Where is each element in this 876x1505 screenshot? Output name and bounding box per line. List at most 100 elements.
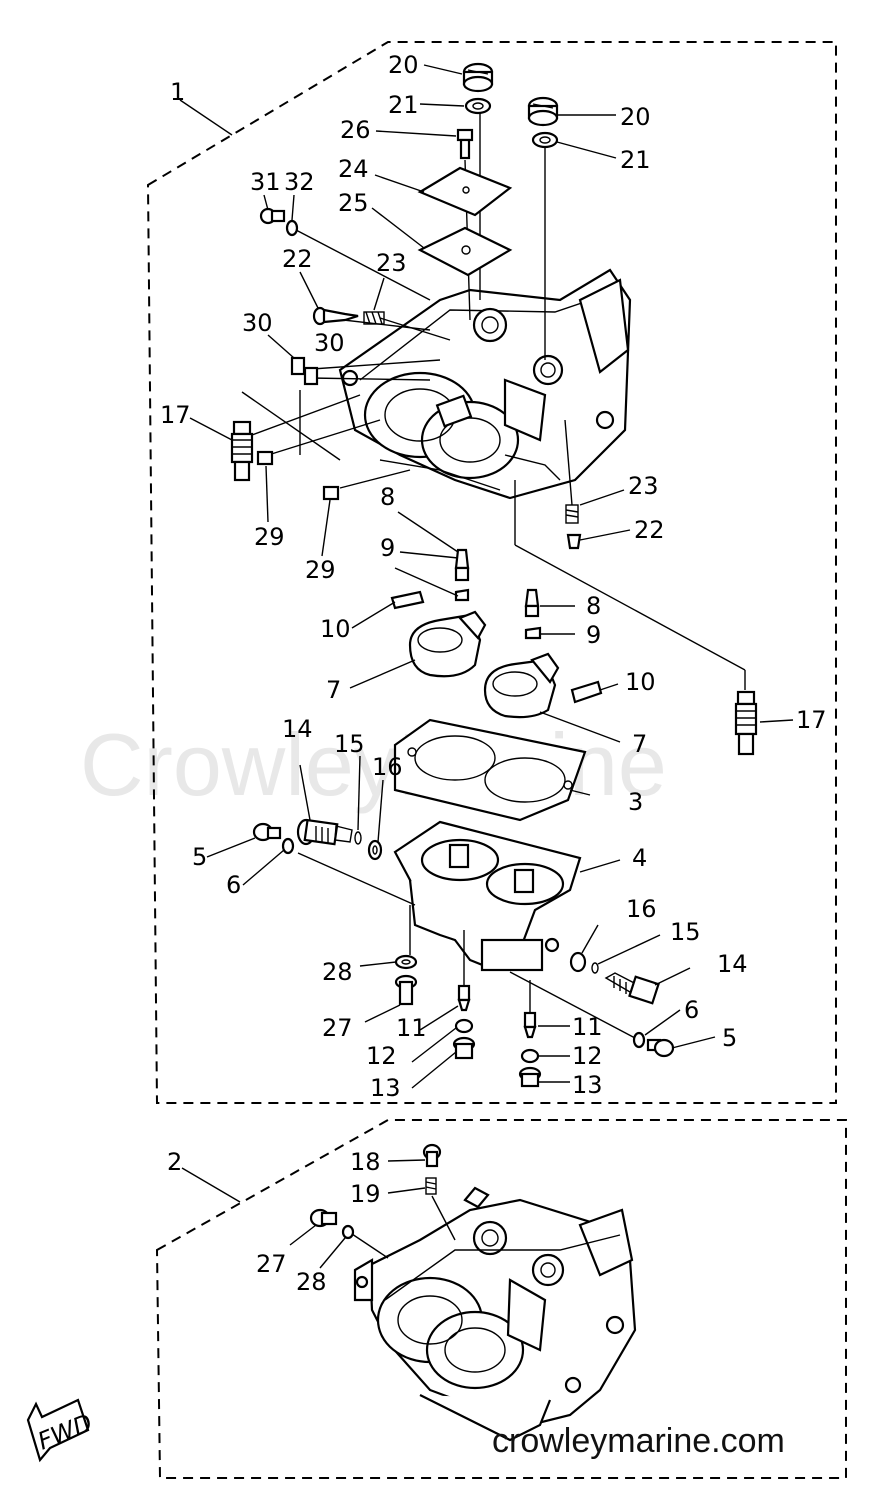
part-11a-jet: [457, 984, 471, 1012]
callout-1: 1: [170, 78, 185, 106]
part-15a-oring: [354, 831, 362, 845]
part-11b-jet: [523, 1011, 537, 1039]
callout-16a: 16: [372, 753, 403, 781]
callout-20a: 20: [388, 51, 419, 79]
part-5a-screw: [252, 822, 282, 842]
part-14a-screw: [296, 818, 353, 846]
lower-leader-lines: [289, 1159, 456, 1269]
callout-6a: 6: [226, 871, 241, 899]
callout-8b: 8: [586, 592, 601, 620]
part-13b-plug: [518, 1066, 542, 1088]
part-27a-screw: [394, 974, 418, 1006]
callout-21b: 21: [620, 146, 651, 174]
callout-26: 26: [340, 116, 371, 144]
callout-29b: 29: [305, 556, 336, 584]
callout-30a: 30: [242, 309, 273, 337]
callout-22a: 22: [282, 245, 313, 273]
callout-31: 31: [250, 168, 281, 196]
part-16a-washer: [367, 839, 383, 861]
callout-3: 3: [628, 788, 643, 816]
callout-8a: 8: [380, 483, 395, 511]
callout-32: 32: [284, 168, 315, 196]
callout-28b: 28: [296, 1268, 327, 1296]
callout-14b: 14: [717, 950, 748, 978]
callout-2: 2: [167, 1148, 182, 1176]
part-17a-valve: [230, 420, 254, 482]
callout-4: 4: [632, 844, 647, 872]
float-leader-lines: [349, 551, 794, 743]
part-29b-plug: [322, 485, 340, 501]
part-22b-needle: [566, 533, 582, 550]
callout-27b: 27: [256, 1250, 287, 1278]
callout-10a: 10: [320, 615, 351, 643]
assembly-1-boundary: [146, 41, 837, 1104]
part-30-jets: [290, 356, 319, 386]
lower-carburetor-assembly: [353, 1186, 637, 1442]
part-3-gasket: [393, 718, 587, 822]
upper-carburetor-body: [338, 268, 632, 500]
part-23b-spring: [565, 504, 579, 524]
part-5b-screw: [646, 1038, 675, 1058]
part-8a-needle-valve: [454, 548, 470, 582]
part-20a-cap: [462, 62, 494, 93]
part-16b-washer: [569, 951, 587, 973]
part-7b-float: [483, 652, 560, 719]
part-6a-washer: [281, 837, 295, 855]
part-10a-pin: [390, 590, 425, 610]
part-28a-washer: [394, 954, 418, 970]
part-32-washer: [285, 219, 299, 237]
part-27b-screw: [309, 1208, 338, 1228]
assembly-2-boundary: [155, 1119, 847, 1479]
callout-13a: 13: [370, 1074, 401, 1102]
part-20b-cap: [527, 96, 559, 127]
part-7a-float: [408, 610, 487, 678]
callout-23a: 23: [376, 249, 407, 277]
callout-22b: 22: [634, 516, 665, 544]
callout-15a: 15: [334, 730, 365, 758]
callout-7b: 7: [632, 730, 647, 758]
callout-25: 25: [338, 189, 369, 217]
part-24-plate: [417, 166, 513, 217]
callout-5b: 5: [722, 1024, 737, 1052]
callout-19: 19: [350, 1180, 381, 1208]
callout-28a: 28: [322, 958, 353, 986]
part-23a-spring: [363, 311, 385, 325]
part-31-screw: [259, 207, 286, 225]
callout-11a: 11: [396, 1014, 427, 1042]
part-8b-needle-valve: [524, 588, 540, 618]
callout-17b: 17: [796, 706, 827, 734]
callout-24: 24: [338, 155, 369, 183]
part-12a-washer: [454, 1018, 474, 1034]
callout-9b: 9: [586, 621, 601, 649]
part-12b-washer: [520, 1048, 540, 1064]
callout-30b: 30: [314, 329, 345, 357]
callout-7a: 7: [326, 676, 341, 704]
part-10b-pin: [570, 680, 603, 704]
callout-17a: 17: [160, 401, 191, 429]
part-22a-needle: [312, 306, 359, 326]
part-21b-washer: [531, 131, 559, 149]
part-4-float-bowl: [393, 820, 582, 972]
callout-21a: 21: [388, 91, 419, 119]
part-9b-clip: [524, 626, 542, 640]
callout-12b: 12: [572, 1042, 603, 1070]
part-25-gasket: [417, 226, 513, 277]
callout-9a: 9: [380, 534, 395, 562]
part-21a-washer: [464, 97, 492, 115]
part-9a-clip: [454, 588, 470, 602]
callout-11b: 11: [572, 1013, 603, 1041]
part-18-screw: [422, 1143, 442, 1168]
part-14b-screw: [604, 972, 660, 1005]
part-19-spring: [425, 1177, 437, 1195]
callout-6b: 6: [684, 996, 699, 1024]
part-13a-plug: [452, 1036, 476, 1060]
callout-23b: 23: [628, 472, 659, 500]
part-17b-valve: [734, 690, 758, 756]
callout-5a: 5: [192, 843, 207, 871]
part-15b-oring: [591, 962, 599, 974]
callout-16b: 16: [626, 895, 657, 923]
callout-18: 18: [350, 1148, 381, 1176]
callout-12a: 12: [366, 1042, 397, 1070]
part-29a-plug: [256, 450, 274, 466]
